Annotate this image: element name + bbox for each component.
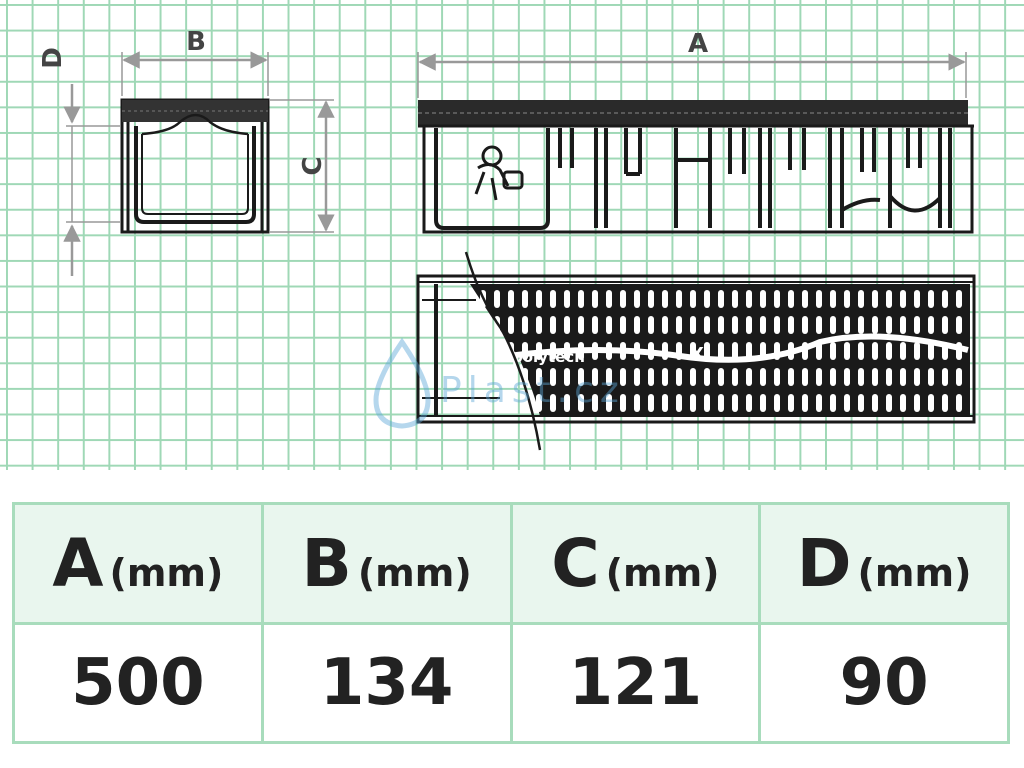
- header-cell-a: A(mm): [12, 502, 264, 625]
- header-unit: (mm): [357, 550, 472, 595]
- header-cell-c: C(mm): [509, 502, 762, 625]
- label-b: B: [186, 27, 206, 57]
- value-d: 90: [839, 645, 929, 720]
- header-unit: (mm): [857, 550, 972, 595]
- table-values-row: 500 134 121 90: [12, 621, 1010, 744]
- side-view: [418, 100, 974, 234]
- value-cell-d: 90: [758, 621, 1010, 744]
- value-c: 121: [568, 645, 703, 720]
- graph-paper-background: [0, 0, 1024, 470]
- top-view-grate: polytech X: [416, 251, 976, 451]
- plast-watermark: Plast.cz: [373, 337, 625, 429]
- header-letter: D: [796, 524, 852, 602]
- value-cell-b: 134: [260, 621, 513, 744]
- dimension-c: C: [270, 99, 335, 233]
- header-cell-b: B(mm): [260, 502, 513, 625]
- watermark-text: Plast.cz: [440, 370, 625, 411]
- label-d: D: [38, 47, 68, 69]
- value-b: 134: [319, 645, 454, 720]
- value-cell-a: 500: [12, 621, 264, 744]
- drainage-channel-drawing: B C D: [38, 27, 976, 451]
- grate-marking-x: X: [690, 344, 704, 365]
- header-letter: C: [551, 524, 600, 602]
- dimension-a: A: [417, 29, 967, 98]
- table-header-row: A(mm) B(mm) C(mm) D(mm): [12, 502, 1010, 625]
- header-unit: (mm): [109, 550, 224, 595]
- drop-logo-icon: [373, 337, 431, 429]
- header-letter: A: [52, 524, 104, 602]
- header-letter: B: [301, 524, 352, 602]
- cross-section-view: [120, 98, 270, 234]
- label-c: C: [298, 156, 328, 175]
- label-a: A: [688, 29, 708, 59]
- value-cell-c: 121: [509, 621, 762, 744]
- dimension-b: B: [121, 27, 269, 96]
- grate-marking-brand: polytech: [512, 348, 585, 366]
- value-a: 500: [71, 645, 205, 720]
- header-unit: (mm): [605, 550, 720, 595]
- figure-logo-icon: [474, 145, 524, 201]
- header-cell-d: D(mm): [758, 502, 1010, 625]
- dimension-d: D: [38, 47, 120, 276]
- dimensions-table: A(mm) B(mm) C(mm) D(mm) 500 134 121 90: [12, 502, 1010, 744]
